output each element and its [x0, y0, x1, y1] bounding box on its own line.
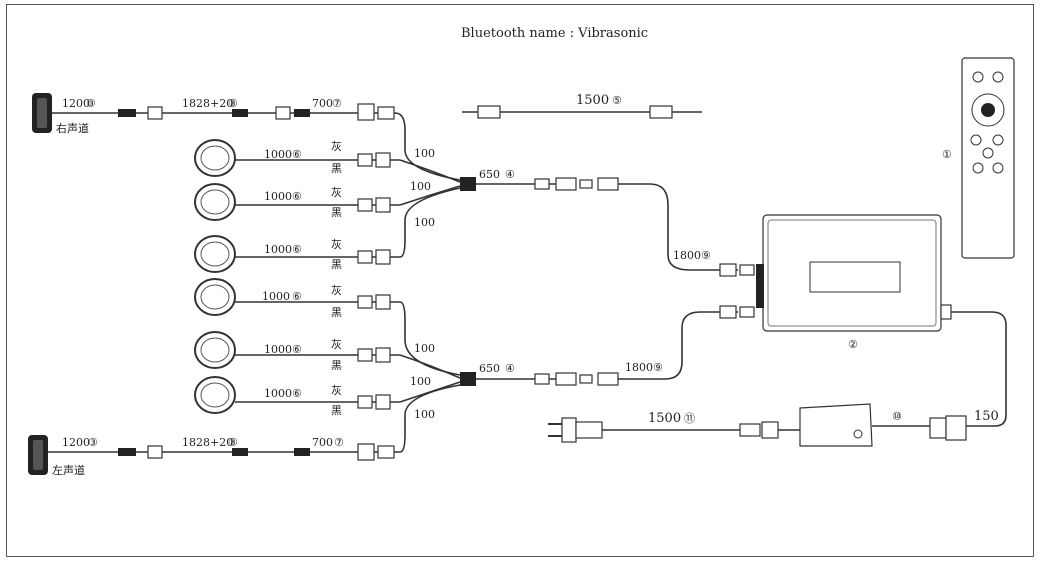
num-3-top: ③ [86, 97, 96, 110]
amplifier-unit [756, 214, 952, 332]
conn-top-1 [147, 106, 163, 120]
num-1: ① [942, 148, 952, 161]
len-1000-e: 1000 [264, 343, 292, 356]
conn-top-3 [357, 103, 375, 121]
num-6-e: ⑥ [292, 343, 302, 356]
num-6-f: ⑥ [292, 387, 302, 400]
bluetooth-title: Bluetooth name : Vibrasonic [461, 26, 648, 41]
num-7-bottom: ⑦ [334, 436, 344, 449]
aux-cable-1500 [462, 105, 702, 119]
splitter-top [460, 177, 476, 191]
len-650-bottom: 650 [479, 362, 500, 375]
conn-top-4 [377, 106, 395, 120]
black-b: 黑 [331, 206, 342, 219]
gray-d: 灰 [331, 283, 342, 297]
len-1000-c: 1000 [264, 243, 292, 256]
num-11: ⑪ [684, 412, 695, 425]
len-1500-aux: 1500 [576, 93, 609, 108]
num-4-top: ④ [505, 168, 515, 181]
len-100-a: 100 [414, 147, 435, 160]
num-7-top: ⑦ [332, 97, 342, 110]
power-plug [548, 417, 603, 443]
len-1200-bottom: 1200 [62, 436, 90, 449]
num-9-top: ⑨ [701, 249, 711, 262]
len-700-bottom: 700 [312, 436, 333, 449]
len-1500-power: 1500 [648, 411, 681, 426]
remote-control [961, 57, 1015, 259]
len-1200-top: 1200 [62, 97, 90, 110]
gray-b: 灰 [331, 185, 342, 199]
len-1000-d: 1000 [262, 290, 290, 303]
transducer-top-3 [194, 235, 236, 273]
len-1800-bottom: 1800 [625, 361, 653, 374]
gray-f: 灰 [331, 383, 342, 397]
num-5: ⑤ [612, 94, 622, 107]
black-a: 黑 [331, 162, 342, 175]
len-100-f: 100 [414, 408, 435, 421]
len-650-top: 650 [479, 168, 500, 181]
len-100-e: 100 [410, 375, 431, 388]
black-c: 黑 [331, 258, 342, 271]
transducer-bottom-1 [194, 278, 236, 316]
num-4-bottom: ④ [505, 362, 515, 375]
len-150: 150 [974, 409, 999, 424]
num-9-bottom: ⑨ [653, 361, 663, 374]
left-channel-label: 左声道 [52, 463, 85, 477]
conn-top-2 [275, 106, 291, 120]
len-1828-bottom: 1828+20 [182, 436, 233, 449]
len-100-d: 100 [414, 342, 435, 355]
len-1000-b: 1000 [264, 190, 292, 203]
black-e: 黑 [331, 359, 342, 372]
transducer-bottom-2 [194, 331, 236, 369]
num-6-b: ⑥ [292, 190, 302, 203]
left-speaker [28, 435, 48, 475]
right-speaker [32, 93, 52, 133]
num-3-bottom: ③ [88, 436, 98, 449]
splitter-bottom [460, 372, 476, 386]
power-adapter [799, 403, 873, 447]
num-6-d: ⑥ [292, 290, 302, 303]
len-1000-f: 1000 [264, 387, 292, 400]
num-8-bottom: ⑧ [228, 436, 238, 449]
len-700-top: 700 [312, 97, 333, 110]
num-10: ⑩ [892, 410, 902, 423]
num-2: ② [848, 338, 858, 351]
plug-top-1 [118, 109, 136, 117]
diagram-frame [6, 4, 1034, 557]
black-f: 黑 [331, 404, 342, 417]
gray-c: 灰 [331, 237, 342, 251]
transducer-top-2 [194, 183, 236, 221]
len-1000-a: 1000 [264, 148, 292, 161]
right-channel-label: 右声道 [56, 121, 89, 135]
num-8-top: ⑧ [228, 97, 238, 110]
num-6-a: ⑥ [292, 148, 302, 161]
len-100-c: 100 [414, 216, 435, 229]
len-1800-top: 1800 [673, 249, 701, 262]
num-6-c: ⑥ [292, 243, 302, 256]
plug-top-3 [294, 109, 310, 117]
black-d: 黑 [331, 306, 342, 319]
plug-top-2 [232, 109, 248, 117]
gray-e: 灰 [331, 337, 342, 351]
len-100-b: 100 [410, 180, 431, 193]
ferrite-filter [929, 415, 967, 441]
transducer-bottom-3 [194, 376, 236, 414]
transducer-top-1 [194, 139, 236, 177]
gray-a: 灰 [331, 139, 342, 153]
len-1828-top: 1828+20 [182, 97, 233, 110]
